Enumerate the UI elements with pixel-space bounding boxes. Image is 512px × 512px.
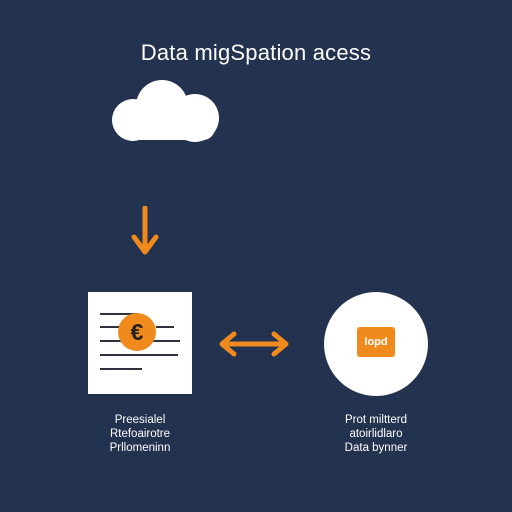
document-line [156,326,174,328]
coin-symbol: € [130,318,144,345]
document-line [100,354,178,356]
document-line [100,313,138,315]
euro-coin-icon: € [118,313,156,351]
left-label-line-2: Rtefoairotre [109,428,171,440]
diagram-title: Data migSpation acess [140,40,372,65]
right-label-line-2: atoirlidlaro [349,428,403,440]
left-label: Preesialel Rtefoairotre Prllomeninn [94,413,186,455]
service-badge-text: Iopd [364,335,388,348]
double-arrow-icon [219,331,289,357]
cloud-icon [112,80,219,142]
left-label-line-1: Preesialel [114,414,166,426]
service-badge: Iopd [357,327,395,357]
right-label-line-1: Prot miltterd [345,414,407,426]
arrow-down-icon [131,206,159,255]
document-line [100,368,142,370]
right-label-line-3: Data bynner [344,442,408,454]
right-label: Prot miltterd atoirlidlaro Data bynner [326,413,426,455]
left-label-line-3: Prllomeninn [109,442,171,454]
